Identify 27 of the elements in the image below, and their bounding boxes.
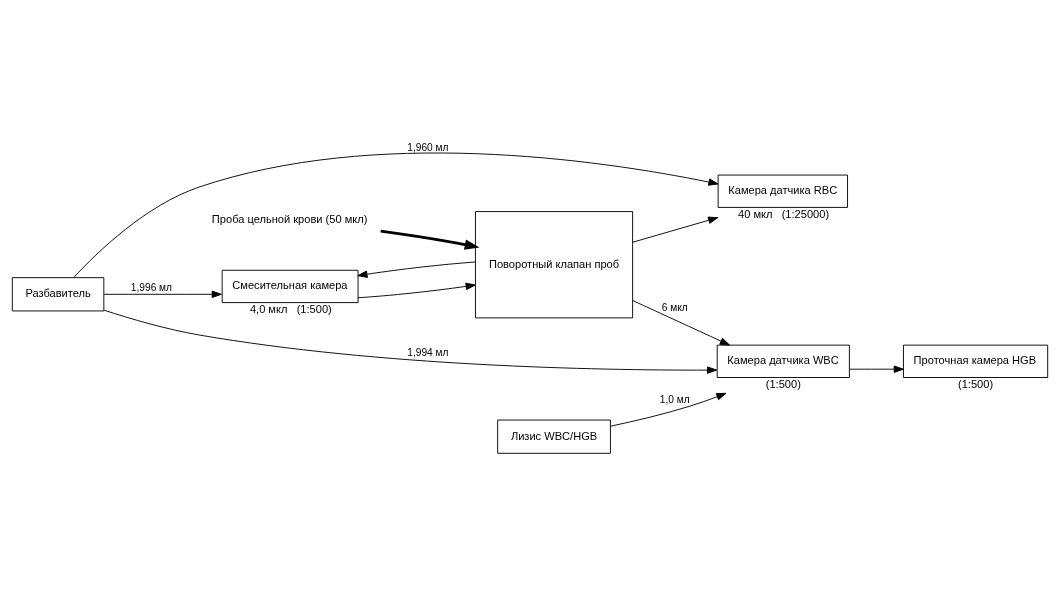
node-box: Поворотный клапан проб [475, 210, 634, 318]
node-box: Смесительная камера [221, 269, 359, 303]
edge-label: 1,994 мл [407, 346, 449, 358]
arrow [632, 216, 719, 243]
node-label: 40 мкл (1:25000) [737, 207, 830, 220]
node-box: Камера датчика RBC [717, 174, 848, 208]
arrow [848, 365, 904, 373]
arrow [73, 152, 719, 278]
arrow [610, 392, 727, 427]
node-label: 4,0 мкл (1:500) [249, 302, 332, 315]
edge-label: 1,0 мл [659, 393, 690, 405]
arrow [632, 299, 730, 346]
arrow [380, 229, 480, 250]
node-label: (1:500) [765, 377, 801, 390]
node-label: (1:500) [958, 377, 994, 390]
arrow [103, 309, 718, 374]
node-box: Проточная камера HGB [903, 344, 1049, 378]
edge-label: 1,996 мл [130, 281, 173, 293]
edge-label: 6 мкл [661, 301, 688, 313]
node-box: Камера датчика WBC [716, 344, 850, 378]
node-box: Разбавитель [11, 276, 105, 311]
node-text: Проба цельной крови (50 мкл) [211, 212, 368, 225]
arrow [103, 290, 222, 298]
edge-label: 1,960 мл [407, 141, 449, 153]
node-box: Лизис WBC/HGB [497, 419, 611, 454]
arrow [357, 282, 476, 298]
arrow [357, 261, 476, 278]
